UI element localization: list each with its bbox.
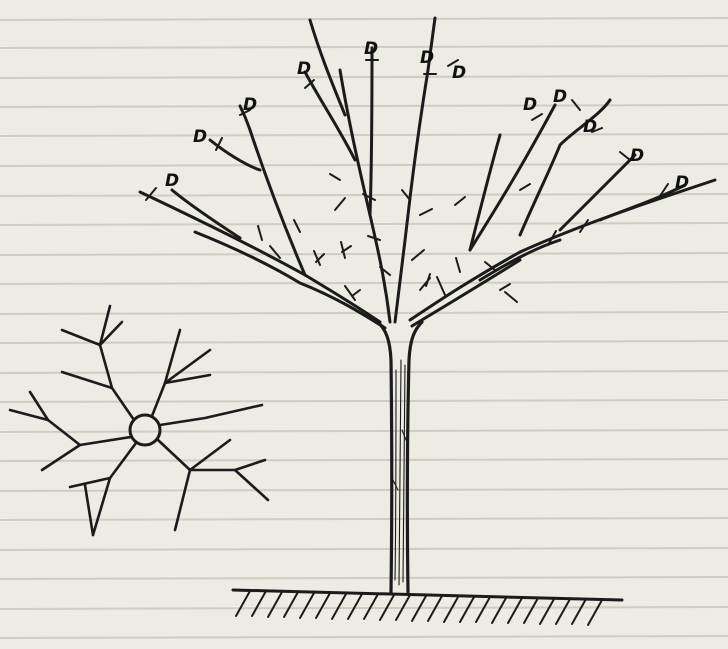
top-view-sketch	[10, 306, 268, 535]
bleed-through-lines	[0, 18, 728, 638]
cut-label: D	[553, 87, 567, 107]
cut-label: D	[364, 39, 378, 59]
cut-label: D	[523, 95, 537, 115]
cut-label: D	[165, 171, 179, 191]
cut-label: D	[243, 95, 257, 115]
cut-label: D	[193, 127, 207, 147]
tree-trunk	[378, 322, 422, 592]
cut-label: D	[420, 48, 434, 68]
cut-label: D	[297, 59, 311, 79]
cut-label: D	[630, 146, 644, 166]
cut-label: D	[675, 173, 689, 193]
cut-label: D	[583, 117, 597, 137]
cut-label: D	[452, 63, 466, 83]
